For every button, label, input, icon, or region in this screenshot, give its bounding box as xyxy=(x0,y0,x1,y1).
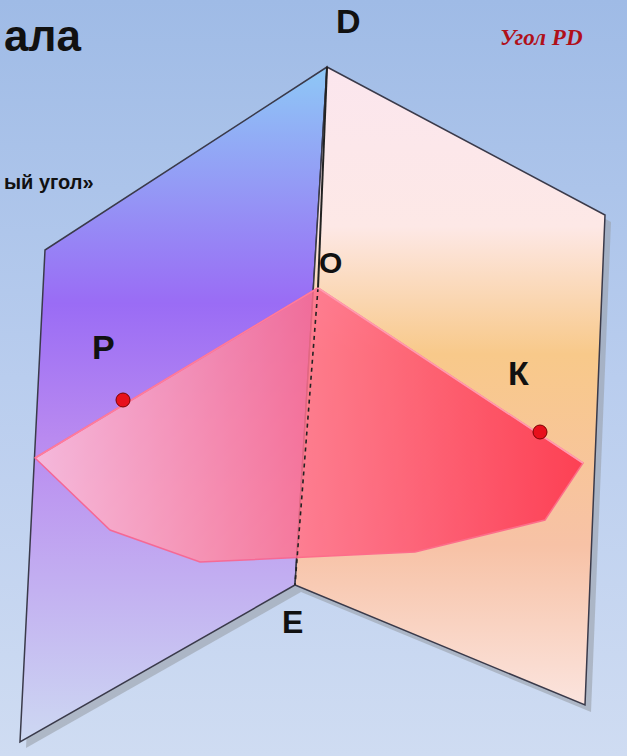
ray-ok xyxy=(318,288,583,463)
edge-hidden-dashed xyxy=(295,288,318,585)
point-letter: O xyxy=(319,248,342,278)
subtitle-fragment: ый угол» xyxy=(4,172,94,192)
point-letter: К xyxy=(508,356,529,390)
point-k xyxy=(533,425,547,439)
point-letter: D xyxy=(336,4,361,38)
point-letter: P xyxy=(92,330,115,364)
angle-caption: Угол PD xyxy=(500,26,583,49)
point-p xyxy=(116,393,130,407)
point-letter: E xyxy=(282,606,303,638)
ray-op xyxy=(35,288,318,458)
title-fragment: ала xyxy=(4,14,81,58)
linear-angle-section xyxy=(35,288,583,562)
